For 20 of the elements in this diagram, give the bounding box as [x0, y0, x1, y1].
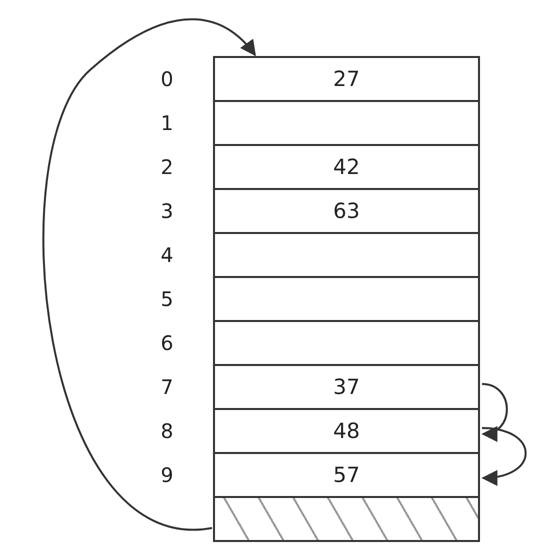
index-number: 2 — [160, 155, 174, 179]
index-number: 3 — [160, 199, 174, 223]
cell-value: 27 — [333, 67, 360, 91]
index-number: 9 — [160, 463, 174, 487]
arrow — [42, 18, 256, 529]
index-number: 6 — [160, 331, 174, 355]
cell-value: 48 — [333, 419, 360, 443]
index-number: 8 — [160, 419, 174, 443]
index-number: 7 — [160, 375, 174, 399]
index-number: 4 — [160, 243, 174, 267]
cell-value: 42 — [333, 155, 360, 179]
arrow — [481, 383, 508, 440]
arrow — [481, 427, 527, 485]
table-cell — [213, 496, 480, 542]
cell-value: 37 — [333, 375, 360, 399]
index-number: 1 — [160, 111, 174, 135]
cell-value: 63 — [333, 199, 360, 223]
index-number: 0 — [160, 67, 174, 91]
cell-value: 57 — [333, 463, 360, 487]
index-number: 5 — [160, 287, 174, 311]
